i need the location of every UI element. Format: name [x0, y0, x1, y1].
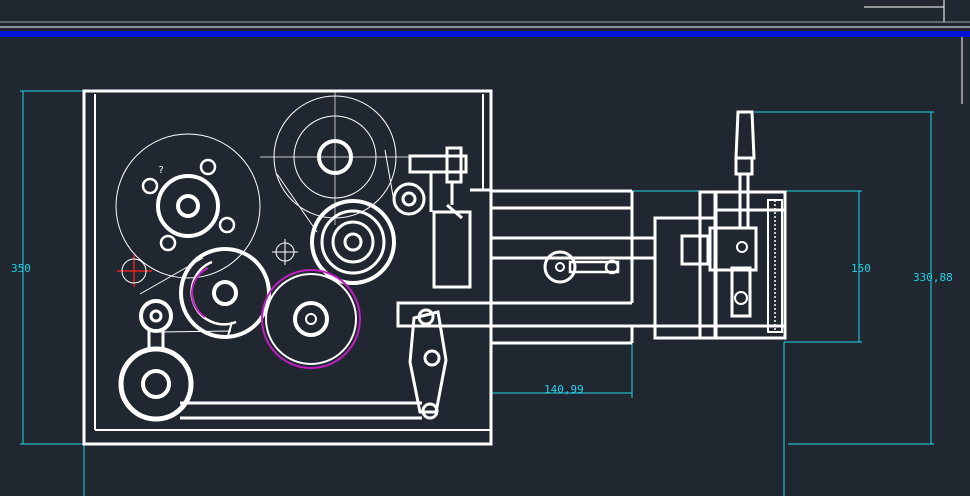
lever-handle	[734, 110, 756, 228]
center-mark	[272, 239, 298, 265]
cutter-head	[653, 190, 787, 340]
pulley-bottom-left	[118, 346, 194, 422]
part-marker: ?	[158, 165, 164, 176]
tensioner-wheel	[139, 299, 173, 348]
dimension-height-right: 330,88	[913, 271, 953, 284]
cam-pulley	[179, 247, 271, 339]
slide-body	[491, 189, 655, 345]
header-bands	[0, 0, 970, 104]
header-blue-band	[0, 31, 970, 37]
drive-pulley	[310, 199, 396, 285]
gear-lower-middle	[261, 269, 361, 369]
tie-bar	[180, 401, 422, 420]
idler-wheel	[392, 182, 426, 216]
dimension-slide-height: 150	[851, 262, 871, 275]
dimension-offset-width: 140,99	[544, 383, 584, 396]
dimension-height-left: 350	[11, 262, 31, 275]
gear-top-left	[115, 133, 261, 279]
crosshair-cursor	[117, 255, 152, 287]
dimension-lines	[20, 90, 934, 496]
slide-handle	[543, 250, 620, 284]
housing-frame	[82, 89, 493, 446]
lower-rail	[396, 301, 493, 328]
feed-bracket	[408, 146, 491, 289]
linkage-arm	[408, 308, 448, 420]
